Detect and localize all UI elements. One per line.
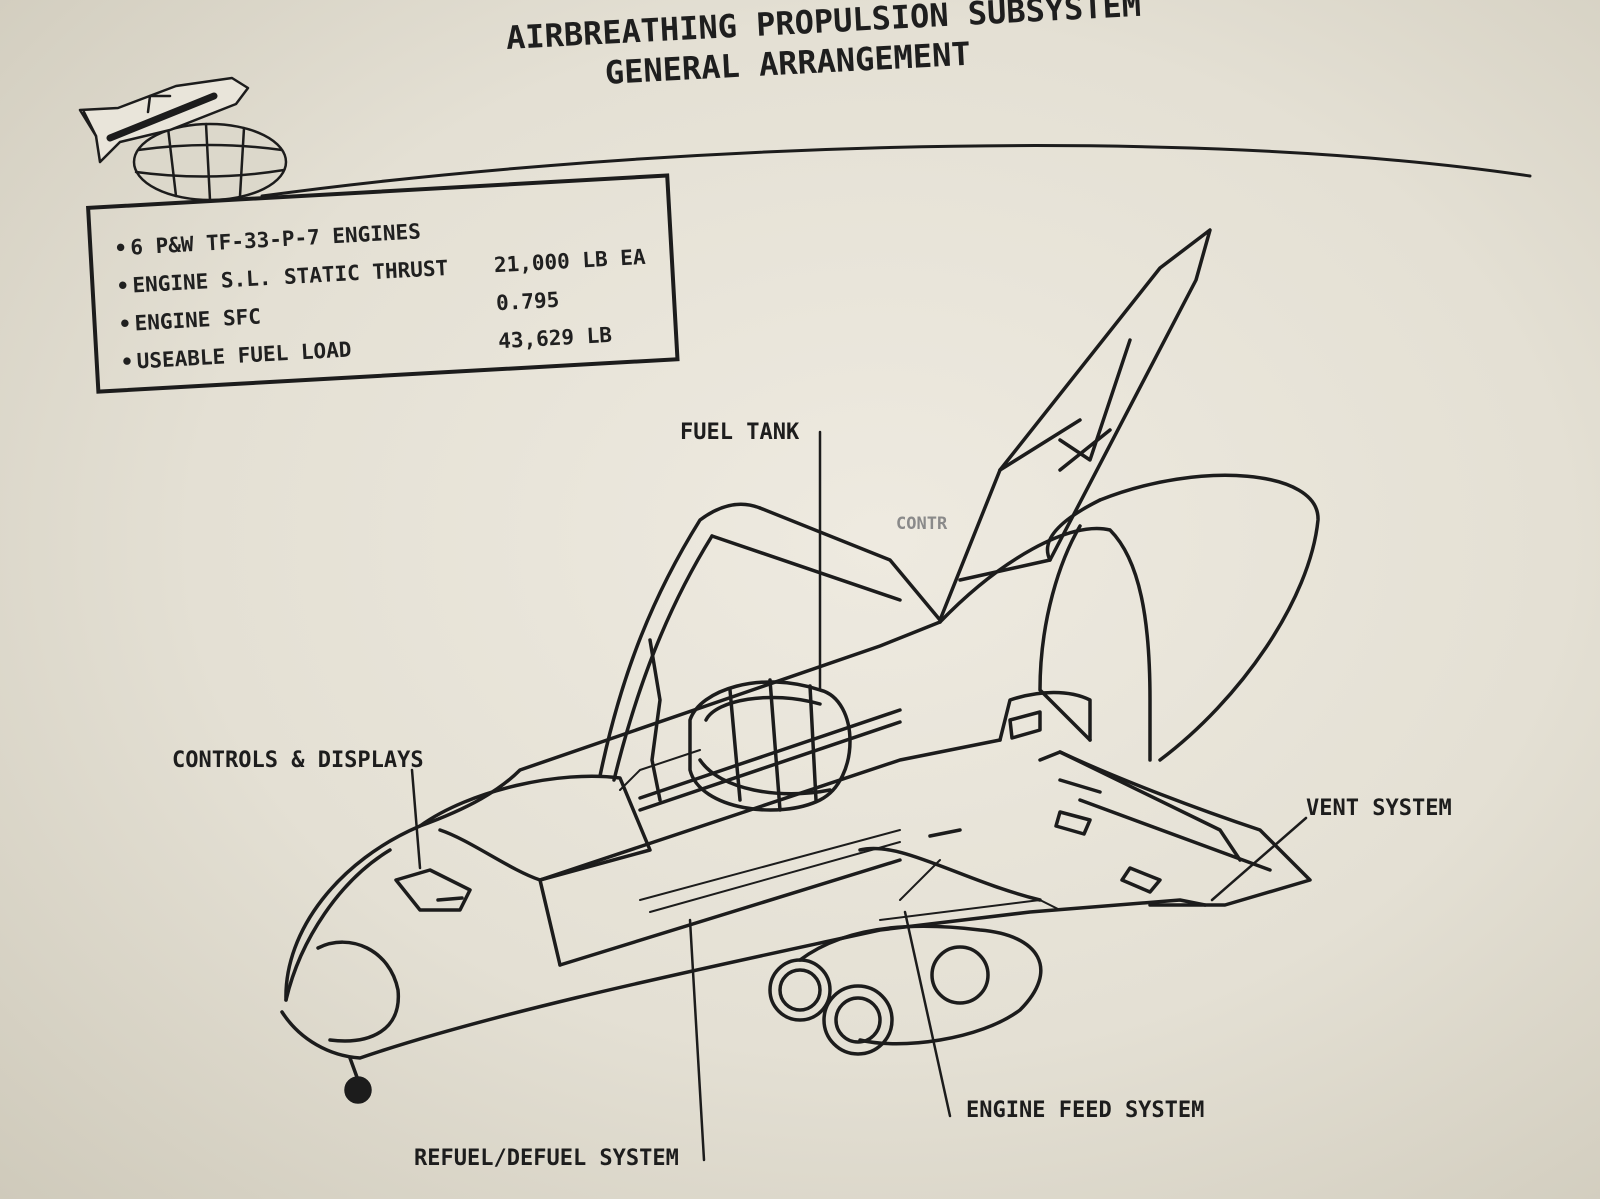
spec-label: USEABLE FUEL LOAD xyxy=(136,337,353,374)
spec-value: 0.795 xyxy=(495,287,560,316)
spec-row: •ENGINE SFC 0.795 xyxy=(117,288,560,337)
spec-label: ENGINE SFC xyxy=(133,304,262,336)
callout-leaders xyxy=(410,430,1308,1162)
callout-contr: CONTR xyxy=(896,514,948,534)
leader-feed xyxy=(903,910,952,1118)
spec-row: •6 P&W TF-33-P-7 ENGINES xyxy=(114,219,422,260)
orbiter-outline xyxy=(280,228,1320,1104)
bullet-icon: • xyxy=(113,235,128,261)
leader-controls xyxy=(410,768,422,870)
bullet-icon: • xyxy=(120,349,135,375)
callout-engine-feed-system: ENGINE FEED SYSTEM xyxy=(966,1098,1205,1123)
callout-refuel-defuel-system: REFUEL/DEFUEL SYSTEM xyxy=(414,1146,679,1171)
callout-controls-displays: CONTROLS & DISPLAYS xyxy=(172,748,424,773)
spec-row: •USEABLE FUEL LOAD 43,629 LB xyxy=(120,323,612,375)
leader-vent xyxy=(1210,816,1308,902)
spec-label: 6 P&W TF-33-P-7 ENGINES xyxy=(129,219,422,260)
spec-box: •6 P&W TF-33-P-7 ENGINES •ENGINE S.L. ST… xyxy=(86,173,680,394)
callout-vent-system: VENT SYSTEM xyxy=(1306,796,1452,821)
spec-label: ENGINE S.L. STATIC THRUST xyxy=(131,255,449,298)
bullet-icon: • xyxy=(115,273,130,299)
shuttle-logo-icon xyxy=(78,76,288,202)
bullet-icon: • xyxy=(117,311,132,337)
callout-fuel-tank: FUEL TANK xyxy=(680,420,800,445)
spec-row: •ENGINE S.L. STATIC THRUST 21,000 LB EA xyxy=(115,245,646,299)
spec-value: 43,629 LB xyxy=(497,322,613,354)
leader-refuel xyxy=(688,918,706,1162)
header-rule xyxy=(260,144,1532,198)
spec-value: 21,000 LB EA xyxy=(493,244,647,278)
